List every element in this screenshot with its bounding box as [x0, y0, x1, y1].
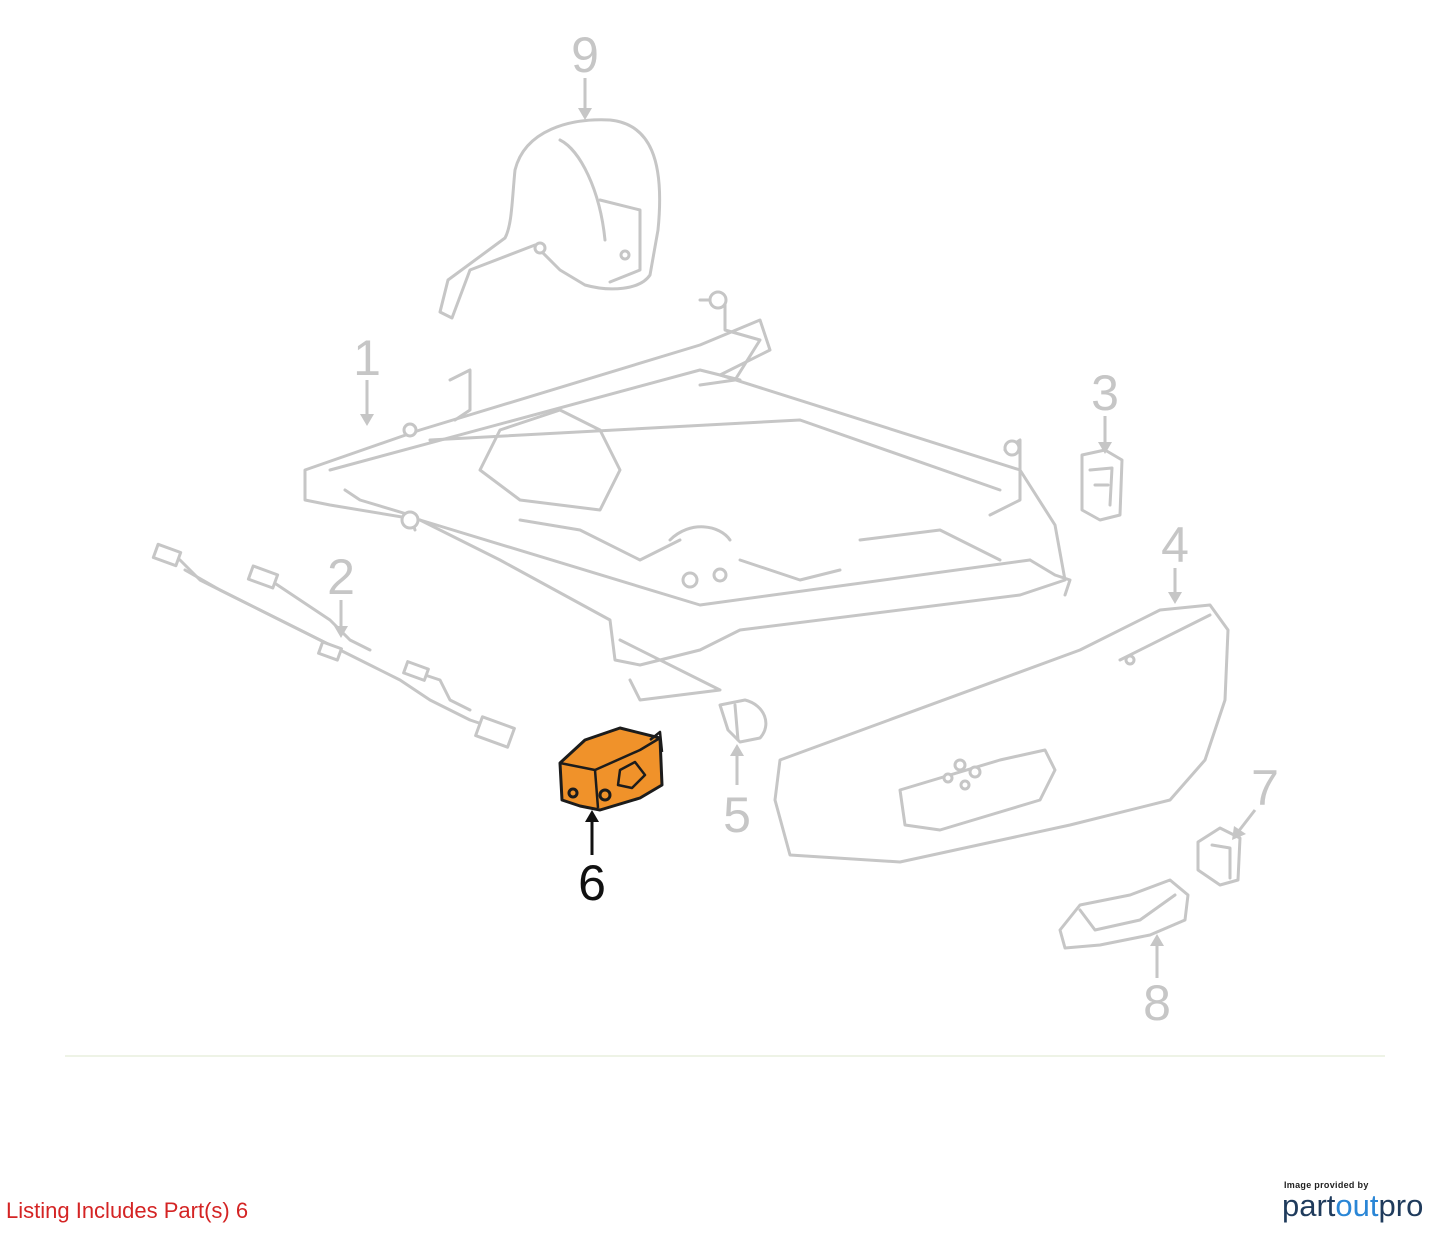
- part-9-cover: [438, 118, 662, 320]
- brand-logo-out: out: [1335, 1188, 1379, 1223]
- part-2-wire-harness: [151, 542, 516, 749]
- brand-logo: partoutpro: [1282, 1190, 1432, 1222]
- callout-8: 8: [1143, 975, 1171, 1031]
- leader-lines: [334, 78, 1257, 978]
- part-5-knob: [718, 698, 768, 744]
- part-4-side-shield: [773, 603, 1230, 864]
- part-1-seat-track: [303, 290, 1072, 702]
- callout-6: 6: [578, 855, 606, 911]
- part-8-handle: [1058, 878, 1190, 950]
- callout-1: 1: [353, 330, 381, 386]
- callout-9: 9: [571, 27, 599, 83]
- listing-note: Listing Includes Part(s) 6: [6, 1198, 249, 1223]
- callout-3: 3: [1091, 365, 1119, 421]
- callout-4: 4: [1161, 517, 1189, 573]
- credit-caption: Image provided by: [1284, 1180, 1369, 1190]
- part-7-cap: [1196, 826, 1242, 887]
- part-6-highlighted: [558, 726, 664, 812]
- image-credit: Image provided by partoutpro: [1282, 1180, 1432, 1222]
- brand-logo-part: part: [1282, 1188, 1336, 1223]
- callout-5: 5: [723, 787, 751, 843]
- callout-7: 7: [1251, 760, 1279, 816]
- part-3-bracket: [1080, 448, 1124, 522]
- callout-2: 2: [327, 549, 355, 605]
- brand-logo-pro: pro: [1378, 1188, 1424, 1223]
